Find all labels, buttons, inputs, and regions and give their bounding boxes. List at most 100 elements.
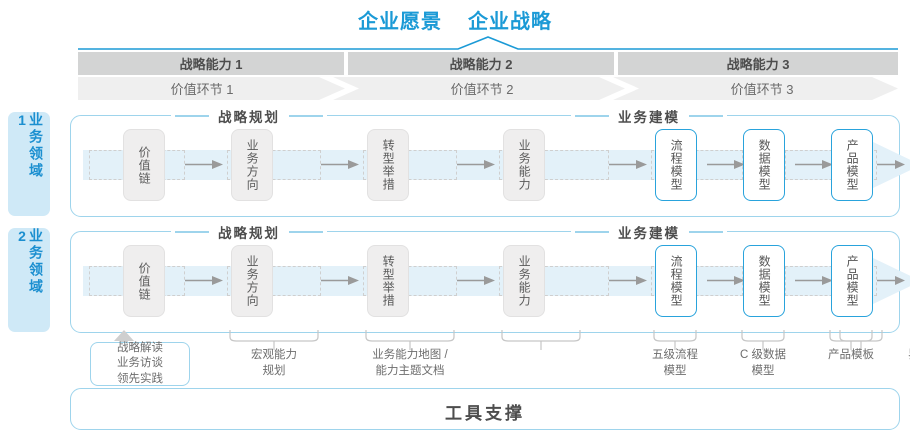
lane-domain-1: 战略规划 业务建模 价值链 业务方向 转型举措 — [70, 106, 910, 217]
section-caption-planning-2: 战略规划 — [171, 222, 327, 242]
node-data-model-1[interactable]: 数据模型 — [743, 129, 785, 201]
tool-label-line-2: 模型 — [751, 364, 775, 377]
section-caption-planning-1: 战略规划 — [171, 106, 327, 126]
section-caption-planning-2-text: 战略规划 — [218, 226, 280, 241]
section-caption-modeling-1: 业务建模 — [571, 106, 727, 126]
node-transformation-measures-1[interactable]: 转型举措 — [367, 129, 409, 201]
capability-bar-1-label: 战略能力 1 — [179, 57, 243, 72]
tool-label-line-2: 能力主题文档 — [375, 364, 445, 377]
node-label: 产品模型 — [845, 255, 860, 307]
node-product-model-1[interactable]: 产品模型 — [831, 129, 873, 201]
mini-arrow-icon — [795, 276, 833, 285]
tool-label-line-2: 模型 — [663, 364, 687, 377]
tool-label-product-template: 产品模板 — [796, 348, 906, 364]
diagram-title: 企业愿景 企业战略 — [0, 4, 910, 34]
value-bar-2-label: 价值环节 2 — [450, 82, 514, 97]
mini-arrow-icon — [877, 276, 905, 285]
node-business-capability-2[interactable]: 业务能力 — [503, 245, 545, 317]
tool-label-macro-capability-planning: 宏观能力 规划 — [209, 348, 339, 379]
mini-arrow-icon — [457, 276, 495, 285]
tool-box-line-3: 领先实践 — [117, 372, 163, 385]
track-segment — [499, 266, 609, 296]
up-arrow-icon — [114, 330, 134, 352]
tool-label-line-2: 规划 — [262, 364, 286, 377]
node-label: 流程模型 — [669, 255, 684, 307]
node-business-direction-2[interactable]: 业务方向 — [231, 245, 273, 317]
value-bar-3-label: 价值环节 3 — [730, 82, 794, 97]
node-label: 业务能力 — [517, 139, 532, 191]
tool-box-strategy-interpretation[interactable]: 战略解读 业务访谈 领先实践 — [90, 342, 190, 386]
lane-domain-2: 战略规划 业务建模 价值链 业务方向 转型举措 业务 — [70, 222, 910, 333]
node-value-chain-2[interactable]: 价值链 — [123, 245, 165, 317]
caption-rule-left — [575, 231, 609, 233]
capability-bar-2[interactable]: 战略能力 2 — [348, 52, 614, 75]
node-label: 产品模型 — [845, 139, 860, 191]
support-title: 工具支撑 — [445, 404, 525, 423]
section-caption-planning-1-text: 战略规划 — [218, 110, 280, 125]
value-bar-2[interactable]: 价值环节 2 — [358, 77, 606, 100]
track-segment — [363, 150, 457, 180]
node-business-direction-1[interactable]: 业务方向 — [231, 129, 273, 201]
node-process-model-2[interactable]: 流程模型 — [655, 245, 697, 317]
support-container: 工具支撑 — [70, 388, 900, 430]
track-segment — [227, 266, 321, 296]
capability-band: 战略能力 1 战略能力 2 战略能力 3 — [78, 52, 898, 75]
mini-arrow-icon — [185, 276, 223, 285]
tool-label-line-1: 宏观能力 — [251, 349, 297, 361]
tool-box-line-2: 业务访谈 — [117, 357, 163, 370]
node-label: 转型举措 — [381, 139, 396, 191]
side-label-domain-2: 业务领域 2 — [8, 228, 50, 332]
value-band: 价值环节 1 价值环节 2 价值环节 3 — [78, 77, 898, 100]
mini-arrow-icon — [609, 160, 647, 169]
node-business-capability-1[interactable]: 业务能力 — [503, 129, 545, 201]
capability-value-bars: 战略能力 1 战略能力 2 战略能力 3 价值环节 1 价值环节 — [78, 52, 898, 100]
side-label-domain-1-text: 业务领域 1 — [14, 112, 44, 180]
node-label: 价值链 — [137, 261, 152, 301]
node-transformation-measures-2[interactable]: 转型举措 — [367, 245, 409, 317]
track-segment — [227, 150, 321, 180]
tool-label-line-1: 业务能力地图 / — [372, 349, 448, 361]
track-segment — [363, 266, 457, 296]
mini-arrow-icon — [609, 276, 647, 285]
mini-arrow-icon — [321, 160, 359, 169]
value-bar-1[interactable]: 价值环节 1 — [78, 77, 326, 100]
mini-arrow-icon — [185, 160, 223, 169]
node-label: 业务能力 — [517, 255, 532, 307]
node-label: 数据模型 — [757, 139, 772, 191]
node-label: 转型举措 — [381, 255, 396, 307]
capability-bar-2-label: 战略能力 2 — [449, 57, 513, 72]
title-enterprise-vision: 企业愿景 — [358, 10, 442, 33]
section-caption-modeling-2: 业务建模 — [571, 222, 727, 242]
node-data-model-2[interactable]: 数据模型 — [743, 245, 785, 317]
mini-arrow-icon — [707, 276, 745, 285]
title-connector-line — [78, 36, 898, 50]
side-label-domain-1: 业务领域 1 — [8, 112, 50, 216]
section-caption-modeling-2-text: 业务建模 — [618, 226, 680, 241]
tool-box-line-1: 战略解读 — [117, 341, 163, 354]
mini-arrow-icon — [795, 160, 833, 169]
tool-label-line-1: 五级流程 — [652, 349, 698, 361]
value-bar-1-label: 价值环节 1 — [170, 82, 234, 97]
caption-rule-left — [175, 115, 209, 117]
caption-rule-left — [575, 115, 609, 117]
tool-label-line-1: 界面标准 — [876, 348, 910, 364]
caption-rule-right — [289, 231, 323, 233]
node-product-model-2[interactable]: 产品模型 — [831, 245, 873, 317]
caption-rule-right — [689, 115, 723, 117]
side-label-domain-2-text: 业务领域 2 — [14, 228, 44, 296]
section-caption-modeling-1-text: 业务建模 — [618, 110, 680, 125]
capability-bar-3[interactable]: 战略能力 3 — [618, 52, 898, 75]
tool-label-ui-standard: 界面标准 — [876, 348, 910, 364]
value-bar-3[interactable]: 价值环节 3 — [638, 77, 886, 100]
capability-bar-1[interactable]: 战略能力 1 — [78, 52, 344, 75]
node-value-chain-1[interactable]: 价值链 — [123, 129, 165, 201]
bracket-connector-interface — [839, 330, 883, 350]
node-process-model-1[interactable]: 流程模型 — [655, 129, 697, 201]
caption-rule-left — [175, 231, 209, 233]
value-band-chevrons — [78, 77, 898, 100]
tool-label-line-1: C 级数据 — [740, 349, 786, 361]
mini-arrow-icon — [457, 160, 495, 169]
node-label: 数据模型 — [757, 255, 772, 307]
tool-label-capability-map: 业务能力地图 / 能力主题文档 — [345, 348, 475, 379]
